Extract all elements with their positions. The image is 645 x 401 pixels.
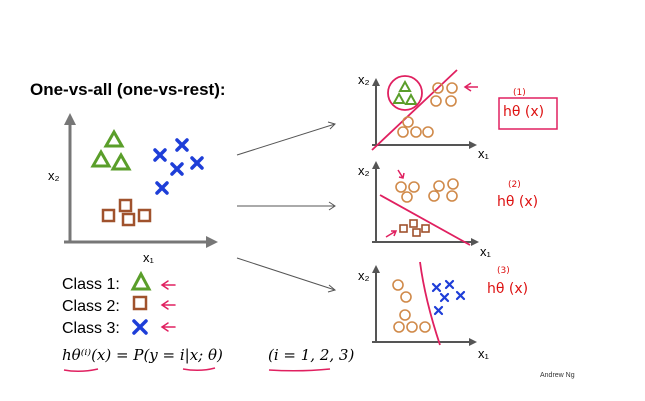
triangle-marker xyxy=(398,79,412,92)
hypothesis-formula: hθ⁽ⁱ⁾(x) = P(y = i|x; θ) xyxy=(62,346,223,364)
author-credit: Andrew Ng xyxy=(540,372,575,379)
slide-title: One-vs-all (one-vs-rest): xyxy=(30,80,226,99)
pointer-arrows xyxy=(236,121,337,293)
class-circle xyxy=(387,75,423,111)
triangle-marker xyxy=(404,92,418,105)
sub-plot-2 xyxy=(372,161,479,246)
sub3-hypothesis: hθ (x) xyxy=(487,281,529,297)
triangle-marker xyxy=(103,128,125,148)
class1-markers xyxy=(90,128,132,171)
sub1-y-label: x₂ xyxy=(358,72,370,87)
legend-class1: Class 1: xyxy=(62,276,120,293)
cross-marker xyxy=(170,162,184,176)
cross-marker xyxy=(175,138,189,152)
sub2-y-label: x₂ xyxy=(358,163,370,178)
square-marker xyxy=(399,224,408,233)
triangle-marker xyxy=(392,91,406,104)
cross-marker xyxy=(431,282,442,293)
sub2-x-label: x₁ xyxy=(480,244,491,259)
legend-cross-icon xyxy=(132,319,148,335)
square-marker xyxy=(421,224,430,233)
class3-markers xyxy=(153,138,204,195)
cross-marker xyxy=(190,156,204,170)
sub3-y-label: x₂ xyxy=(358,268,370,283)
square-marker xyxy=(412,228,421,237)
main-x-label: x₁ xyxy=(143,250,154,265)
main-y-arrow xyxy=(64,113,76,125)
cross-marker xyxy=(433,305,444,316)
legend-triangle-icon xyxy=(130,270,152,291)
square-marker xyxy=(409,219,418,228)
hypothesis-box xyxy=(498,97,558,130)
sub2-superscript: (2) xyxy=(508,180,521,190)
square-marker xyxy=(101,208,116,223)
legend-square-icon xyxy=(132,295,148,311)
sub-plot-3 xyxy=(372,261,477,346)
decision-boundary xyxy=(419,261,441,346)
decision-boundary xyxy=(371,69,458,151)
square-marker xyxy=(121,212,136,227)
triangle-marker xyxy=(110,151,132,171)
cross-marker xyxy=(439,292,450,303)
legend-pointer-marks xyxy=(160,280,176,332)
sub1-x-label: x₁ xyxy=(478,146,489,161)
main-y-label: x₂ xyxy=(48,168,60,183)
sub3-superscript: (3) xyxy=(497,266,510,276)
cross-marker xyxy=(455,290,466,301)
sub1-hypothesis: hθ (x) xyxy=(503,104,545,120)
cross-marker xyxy=(153,148,167,162)
sub2-hypothesis: hθ (x) xyxy=(497,194,539,210)
square-marker xyxy=(137,208,152,223)
cross-marker xyxy=(155,181,169,195)
decision-boundary xyxy=(379,194,471,246)
sub3-x-label: x₁ xyxy=(478,346,489,361)
cross-marker xyxy=(444,279,455,290)
square-marker xyxy=(118,198,133,213)
triangle-marker xyxy=(90,148,112,168)
class2-markers xyxy=(101,198,152,227)
formula-underlines xyxy=(63,367,331,373)
index-range: (i = 1, 2, 3) xyxy=(268,346,355,364)
main-x-arrow xyxy=(206,236,218,248)
legend-class3: Class 3: xyxy=(62,320,120,337)
sub-plot-1 xyxy=(371,69,558,151)
sub1-superscript: (1) xyxy=(513,88,526,98)
legend-class2: Class 2: xyxy=(62,298,120,315)
